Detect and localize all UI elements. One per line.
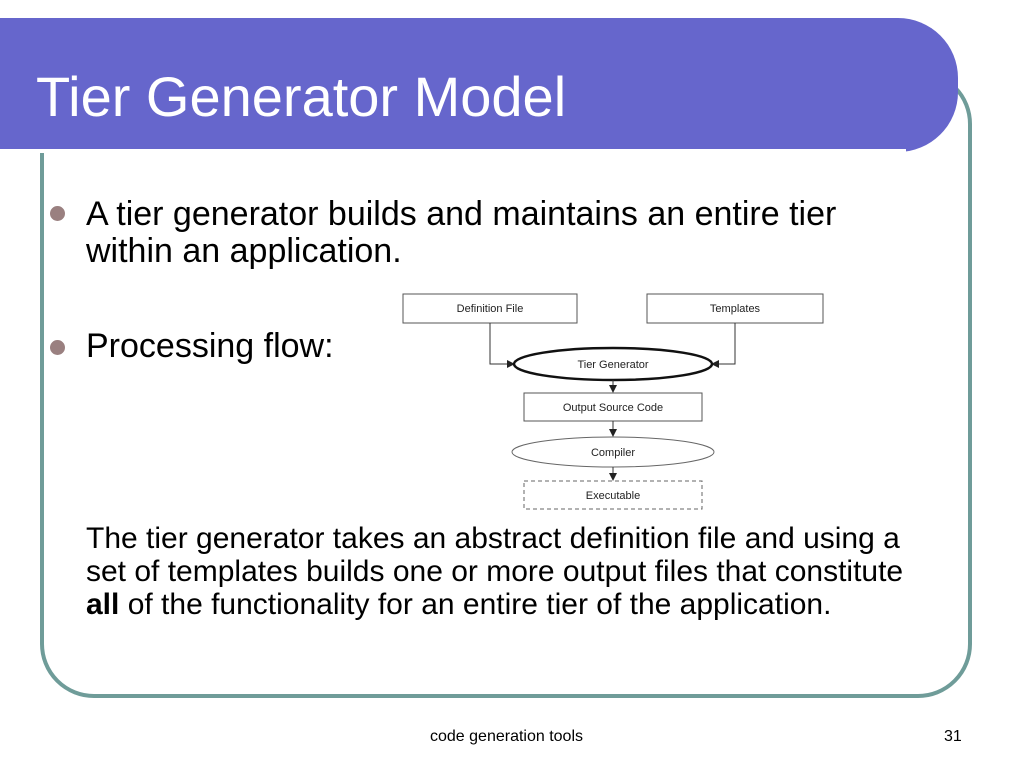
arrow-definition-to-generator: [489, 323, 515, 368]
output-source-code-label: Output Source Code: [563, 402, 663, 414]
bullet-1-text: A tier generator builds and maintains an…: [86, 195, 837, 270]
templates-box: [646, 293, 824, 324]
slide-frame: [40, 70, 972, 698]
templates-label: Templates: [710, 303, 761, 315]
slide-number: 31: [944, 728, 962, 745]
output-source-code-box: [523, 392, 703, 422]
title-bar: Tier Generator Model: [0, 18, 958, 153]
bullet-2-text: Processing flow:: [86, 327, 334, 365]
bullet-dot-icon: [50, 340, 65, 355]
paragraph-text-before: The tier generator takes an abstract def…: [86, 522, 904, 588]
slide-title: Tier Generator Model: [36, 65, 567, 128]
paragraph-bold-word: all: [86, 588, 120, 621]
description-paragraph: The tier generator takes an abstract def…: [86, 522, 926, 621]
definition-file-box: [402, 293, 578, 324]
compiler-label: Compiler: [591, 447, 635, 459]
bullet-dot-icon: [50, 206, 65, 221]
tier-generator-label: Tier Generator: [577, 359, 648, 371]
executable-label: Executable: [586, 490, 640, 502]
paragraph-text-after: of the functionality for an entire tier …: [119, 588, 832, 621]
title-underline: [0, 149, 906, 153]
definition-file-label: Definition File: [457, 303, 524, 315]
executable-box: [523, 480, 703, 510]
footer-text: code generation tools: [430, 728, 583, 745]
processing-flow-diagram: Definition File Templates Tier Generator…: [402, 293, 824, 510]
arrow-templates-to-generator: [711, 323, 736, 368]
